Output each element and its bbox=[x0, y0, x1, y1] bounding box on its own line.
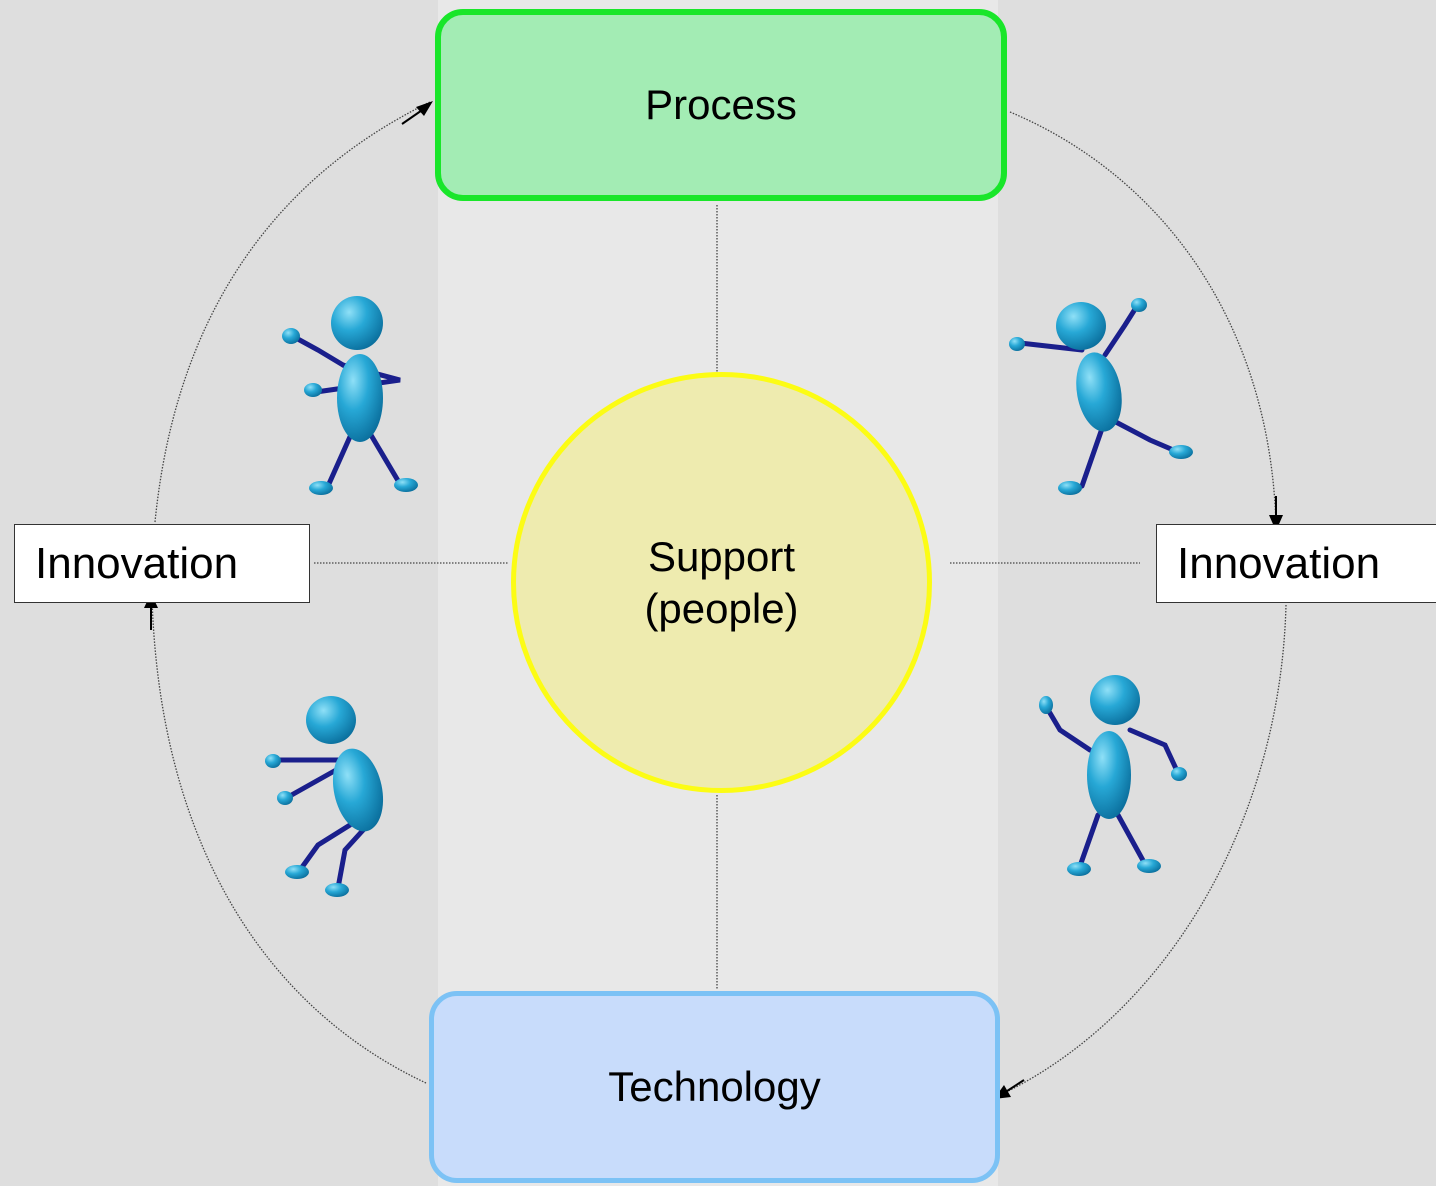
innovation-right-node: Innovation bbox=[1156, 524, 1436, 603]
support-node: Support (people) bbox=[511, 372, 932, 793]
stick-figure-pointing-icon bbox=[282, 296, 418, 495]
stick-figure-jumping-icon bbox=[1009, 298, 1193, 495]
arrow-to-innovation-right-icon bbox=[1269, 496, 1283, 531]
cycle-arc-bottom-right bbox=[997, 604, 1287, 1097]
process-label: Process bbox=[645, 81, 797, 128]
technology-label: Technology bbox=[608, 1063, 821, 1110]
stick-figure-thinking-icon bbox=[1039, 675, 1187, 876]
arrow-to-process-icon bbox=[401, 101, 433, 125]
support-label-line2: (people) bbox=[644, 584, 799, 632]
innovation-right-label: Innovation bbox=[1177, 538, 1381, 588]
innovation-left-label: Innovation bbox=[35, 538, 239, 588]
support-label-line1: Support bbox=[647, 532, 796, 580]
stick-figure-sitting-icon bbox=[265, 696, 384, 897]
technology-node: Technology bbox=[429, 991, 1000, 1183]
cycle-arc-top-right bbox=[1009, 111, 1277, 526]
innovation-left-node: Innovation bbox=[14, 524, 310, 603]
cycle-arc-bottom-left bbox=[151, 597, 427, 1084]
process-node: Process bbox=[435, 9, 1007, 201]
cycle-arc-top-left bbox=[154, 101, 431, 523]
